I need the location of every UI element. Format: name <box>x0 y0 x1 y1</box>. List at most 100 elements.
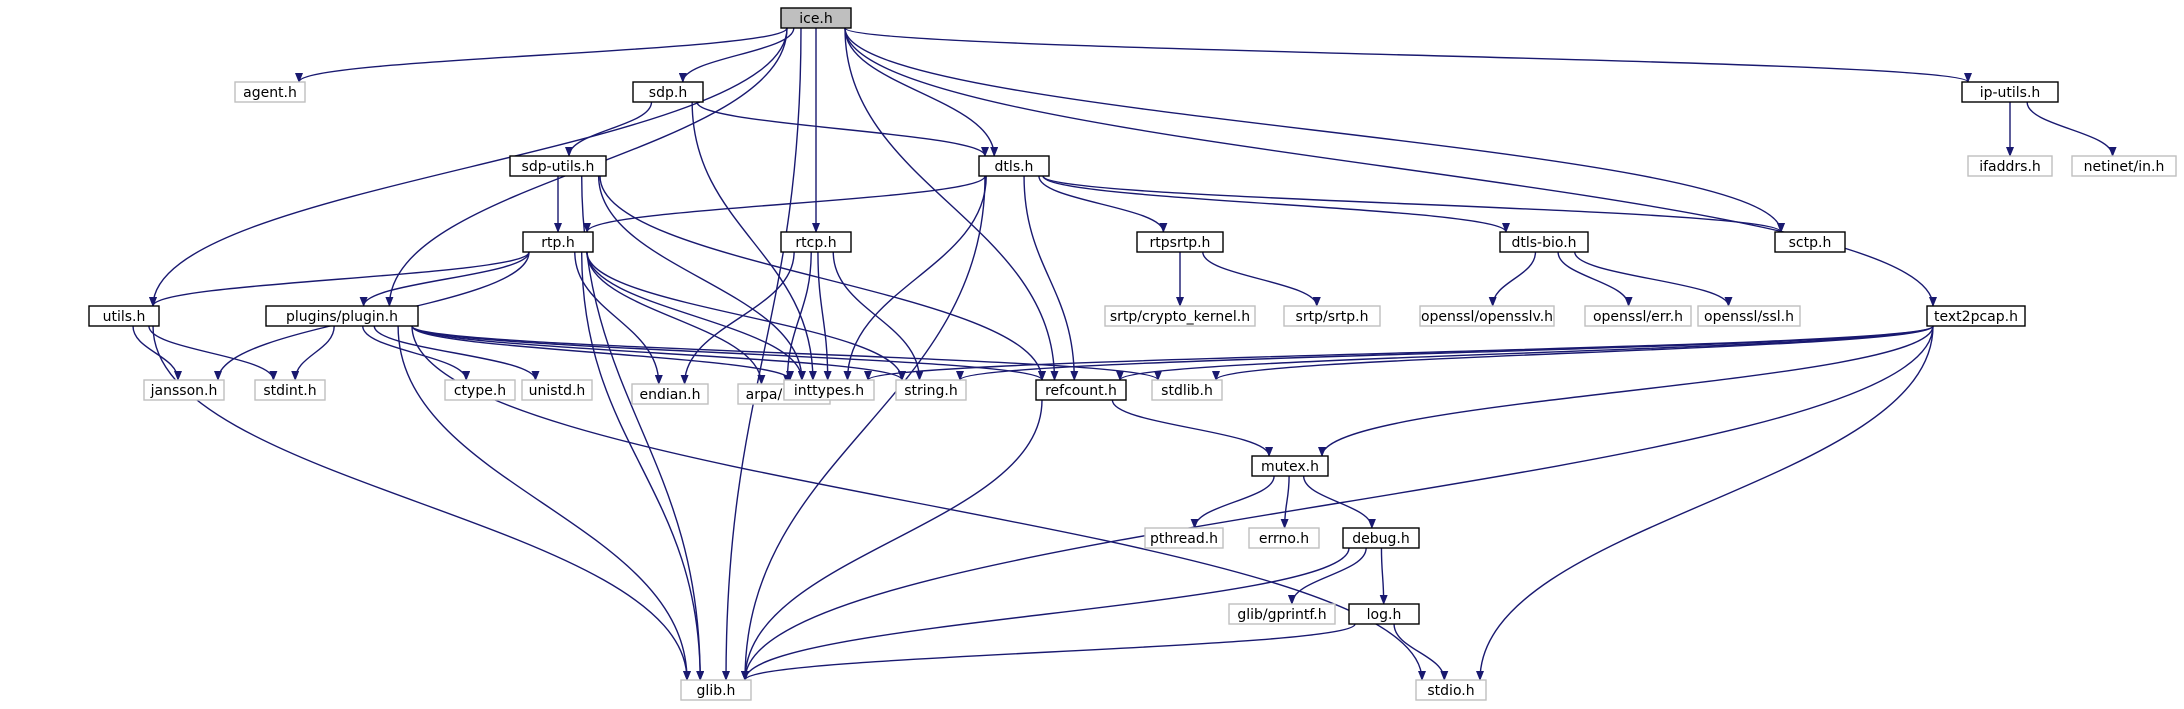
node-agent: agent.h <box>234 81 306 103</box>
edge-rtp-to-endian <box>574 251 663 385</box>
edge-text2pcap-to-stdlib <box>1212 325 1934 381</box>
edge-rtp-to-string <box>586 251 906 381</box>
edge-plugin-to-stdio <box>411 325 1426 681</box>
node-sdp-utils[interactable]: sdp-utils.h <box>509 155 607 177</box>
node-label: openssl/err.h <box>1593 309 1683 325</box>
node-srtp-crypto: srtp/crypto_kernel.h <box>1104 305 1256 327</box>
node-sdp[interactable]: sdp.h <box>632 81 704 103</box>
node-box <box>88 305 160 327</box>
edge-dtls-bio-to-opensslv <box>1488 251 1537 307</box>
edge-dtls-to-rtpsrtp <box>1038 175 1168 233</box>
node-box <box>780 231 852 253</box>
node-label: stdio.h <box>1427 683 1474 699</box>
edge-ip-utils-to-netinet-in <box>2026 101 2117 157</box>
node-refcount[interactable]: refcount.h <box>1035 379 1127 401</box>
node-box <box>1499 231 1589 253</box>
node-dtls-bio[interactable]: dtls-bio.h <box>1499 231 1589 253</box>
edge-plugin-to-stdint <box>291 325 335 381</box>
node-label: jansson.h <box>150 383 218 399</box>
node-label: dtls.h <box>995 159 1034 175</box>
edge-rtcp-to-endian <box>680 251 795 385</box>
edge-rtp-to-glib <box>581 251 705 681</box>
node-string: string.h <box>895 379 967 401</box>
node-ice[interactable]: ice.h <box>780 7 852 29</box>
node-box <box>680 679 752 701</box>
edge-dtls-bio-to-openssl-ssl <box>1574 251 1733 307</box>
node-endian: endian.h <box>631 383 709 405</box>
edge-dtls-to-rtp <box>583 175 986 233</box>
edge-ice-to-ip-utils <box>844 27 1972 83</box>
node-plugin[interactable]: plugins/plugin.h <box>265 305 419 327</box>
edge-dtls-to-refcount <box>1023 175 1079 381</box>
edge-ice-to-text2pcap <box>844 27 1937 307</box>
edge-plugin-to-inttypes <box>411 325 794 381</box>
edge-debug-to-glib <box>741 547 1350 681</box>
node-label: srtp/crypto_kernel.h <box>1110 309 1250 325</box>
edge-ice-to-glib <box>722 27 802 681</box>
node-box <box>1151 379 1223 401</box>
node-mutex[interactable]: mutex.h <box>1251 455 1329 477</box>
node-text2pcap[interactable]: text2pcap.h <box>1926 305 2026 327</box>
node-label: ctype.h <box>454 383 506 399</box>
node-glib: glib.h <box>680 679 752 701</box>
edge-rtp-to-inttypes <box>586 251 806 381</box>
node-errno: errno.h <box>1248 527 1320 549</box>
node-rtpsrtp[interactable]: rtpsrtp.h <box>1136 231 1224 253</box>
node-label: dtls-bio.h <box>1511 235 1576 251</box>
edge-text2pcap-to-mutex <box>1318 325 1934 457</box>
node-box <box>1961 81 2059 103</box>
node-stdlib: stdlib.h <box>1151 379 1223 401</box>
edge-dtls-to-sctp <box>1042 175 1785 233</box>
node-box <box>234 81 306 103</box>
edge-dtls-to-dtls-bio <box>1042 175 1510 233</box>
edge-sdp-utils-to-refcount <box>599 175 1046 381</box>
node-label: rtp.h <box>541 235 574 251</box>
node-label: sdp-utils.h <box>522 159 595 175</box>
edge-utils-to-jansson <box>132 325 182 381</box>
edge-sdp-to-inttypes <box>691 101 817 381</box>
edge-utils-to-stdint <box>148 325 278 381</box>
edge-plugin-to-stdlib <box>411 325 1162 381</box>
node-rtp[interactable]: rtp.h <box>522 231 594 253</box>
node-box <box>1228 603 1336 625</box>
node-box <box>1926 305 2026 327</box>
node-label: string.h <box>904 383 958 399</box>
node-box <box>1774 231 1846 253</box>
node-box <box>1967 155 2053 177</box>
edge-plugin-to-string <box>411 325 906 381</box>
node-debug[interactable]: debug.h <box>1342 527 1420 549</box>
node-label: openssl/ssl.h <box>1704 309 1794 325</box>
node-rtcp[interactable]: rtcp.h <box>780 231 852 253</box>
node-label: errno.h <box>1259 531 1309 547</box>
node-openssl-ssl: openssl/ssl.h <box>1697 305 1801 327</box>
edge-mutex-to-pthread <box>1190 475 1275 529</box>
node-label: glib/gprintf.h <box>1237 607 1326 623</box>
node-stdio: stdio.h <box>1415 679 1487 701</box>
edge-text2pcap-to-stdio <box>1476 325 1934 681</box>
edge-plugin-to-glib <box>397 325 691 681</box>
node-srtp-srtp: srtp/srtp.h <box>1283 305 1381 327</box>
node-box <box>1419 305 1555 327</box>
edge-dtls-bio-to-openssl-err <box>1557 251 1633 307</box>
node-ifaddrs: ifaddrs.h <box>1967 155 2053 177</box>
node-label: mutex.h <box>1261 459 1319 475</box>
node-box <box>1104 305 1256 327</box>
node-box <box>254 379 326 401</box>
edge-log-to-glib <box>741 623 1356 681</box>
node-box <box>1415 679 1487 701</box>
node-utils[interactable]: utils.h <box>88 305 160 327</box>
edge-rtp-to-plugin <box>359 251 530 307</box>
edge-mutex-to-errno <box>1280 475 1290 529</box>
node-label: srtp/srtp.h <box>1296 309 1369 325</box>
node-box <box>895 379 967 401</box>
node-log[interactable]: log.h <box>1348 603 1420 625</box>
edge-ice-to-dtls <box>844 27 999 157</box>
node-dtls[interactable]: dtls.h <box>978 155 1050 177</box>
node-inttypes: inttypes.h <box>783 379 875 401</box>
node-label: openssl/opensslv.h <box>1421 309 1553 325</box>
node-sctp[interactable]: sctp.h <box>1774 231 1846 253</box>
edge-sdp-to-sdp-utils <box>565 101 653 157</box>
edge-ice-to-refcount <box>844 27 1059 381</box>
node-netinet-in: netinet/in.h <box>2071 155 2177 177</box>
node-ip-utils[interactable]: ip-utils.h <box>1961 81 2059 103</box>
